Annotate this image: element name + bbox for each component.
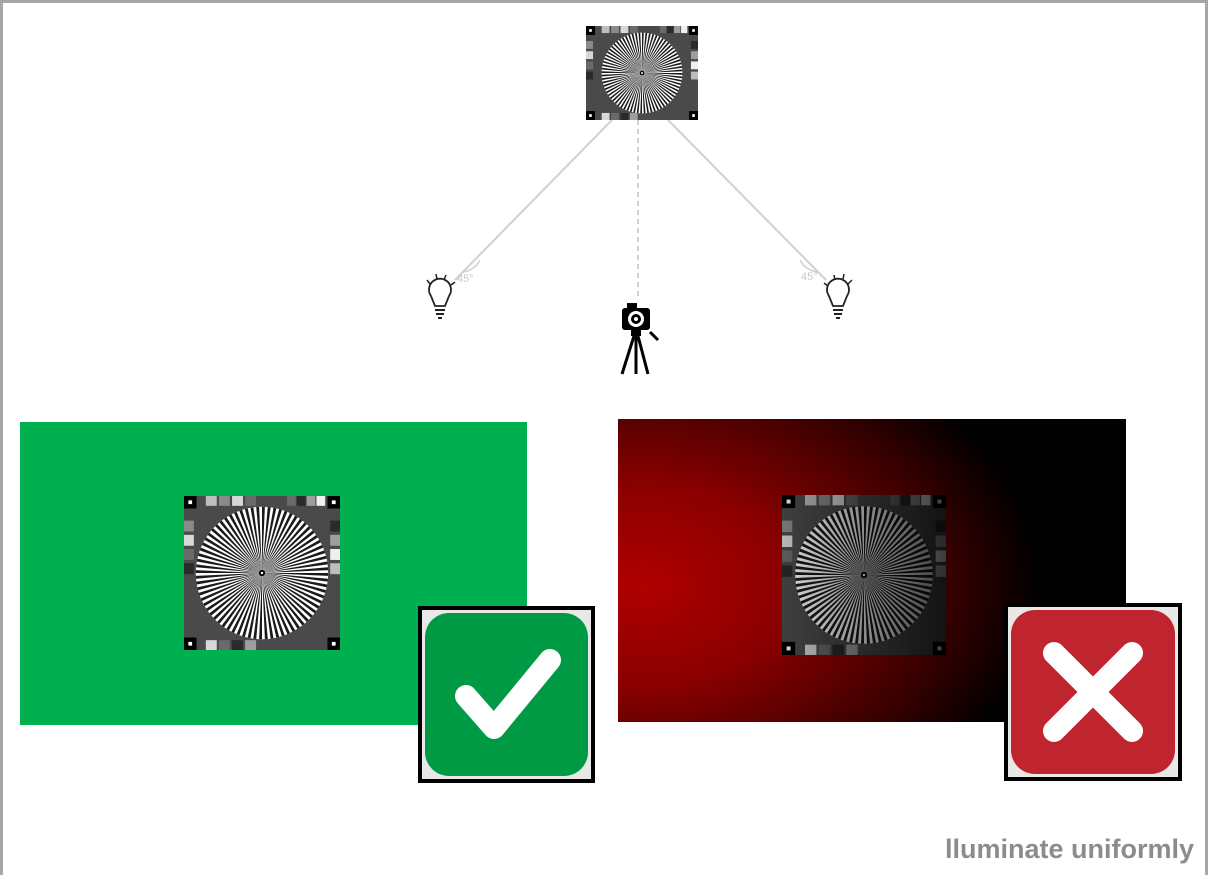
left-light-line — [454, 119, 613, 281]
x-mark-icon — [1043, 642, 1143, 742]
top-test-chart — [586, 26, 698, 120]
right-light-line — [667, 119, 827, 281]
x-badge — [1004, 603, 1182, 781]
non-uniform-lighting-example — [618, 419, 1126, 722]
right-lightbulb-icon — [823, 273, 853, 319]
uniform-lighting-example — [20, 422, 527, 725]
frame-border-right — [1205, 0, 1208, 875]
camera-tripod-icon — [620, 303, 660, 375]
frame-border-top — [0, 0, 1208, 3]
lighting-setup-diagram: 45° 45° — [426, 26, 853, 375]
right-angle-label: 45° — [801, 271, 818, 283]
good-test-chart — [184, 496, 340, 650]
left-lightbulb-icon — [426, 273, 456, 319]
left-angle-label: 45° — [457, 273, 474, 285]
check-badge — [418, 606, 595, 783]
bad-test-chart — [782, 495, 946, 655]
checkmark-icon — [455, 649, 561, 739]
caption: lluminate uniformly — [944, 834, 1194, 864]
frame-border-left — [0, 0, 3, 875]
left-angle-arc — [461, 259, 481, 273]
right-angle-arc — [799, 259, 819, 273]
